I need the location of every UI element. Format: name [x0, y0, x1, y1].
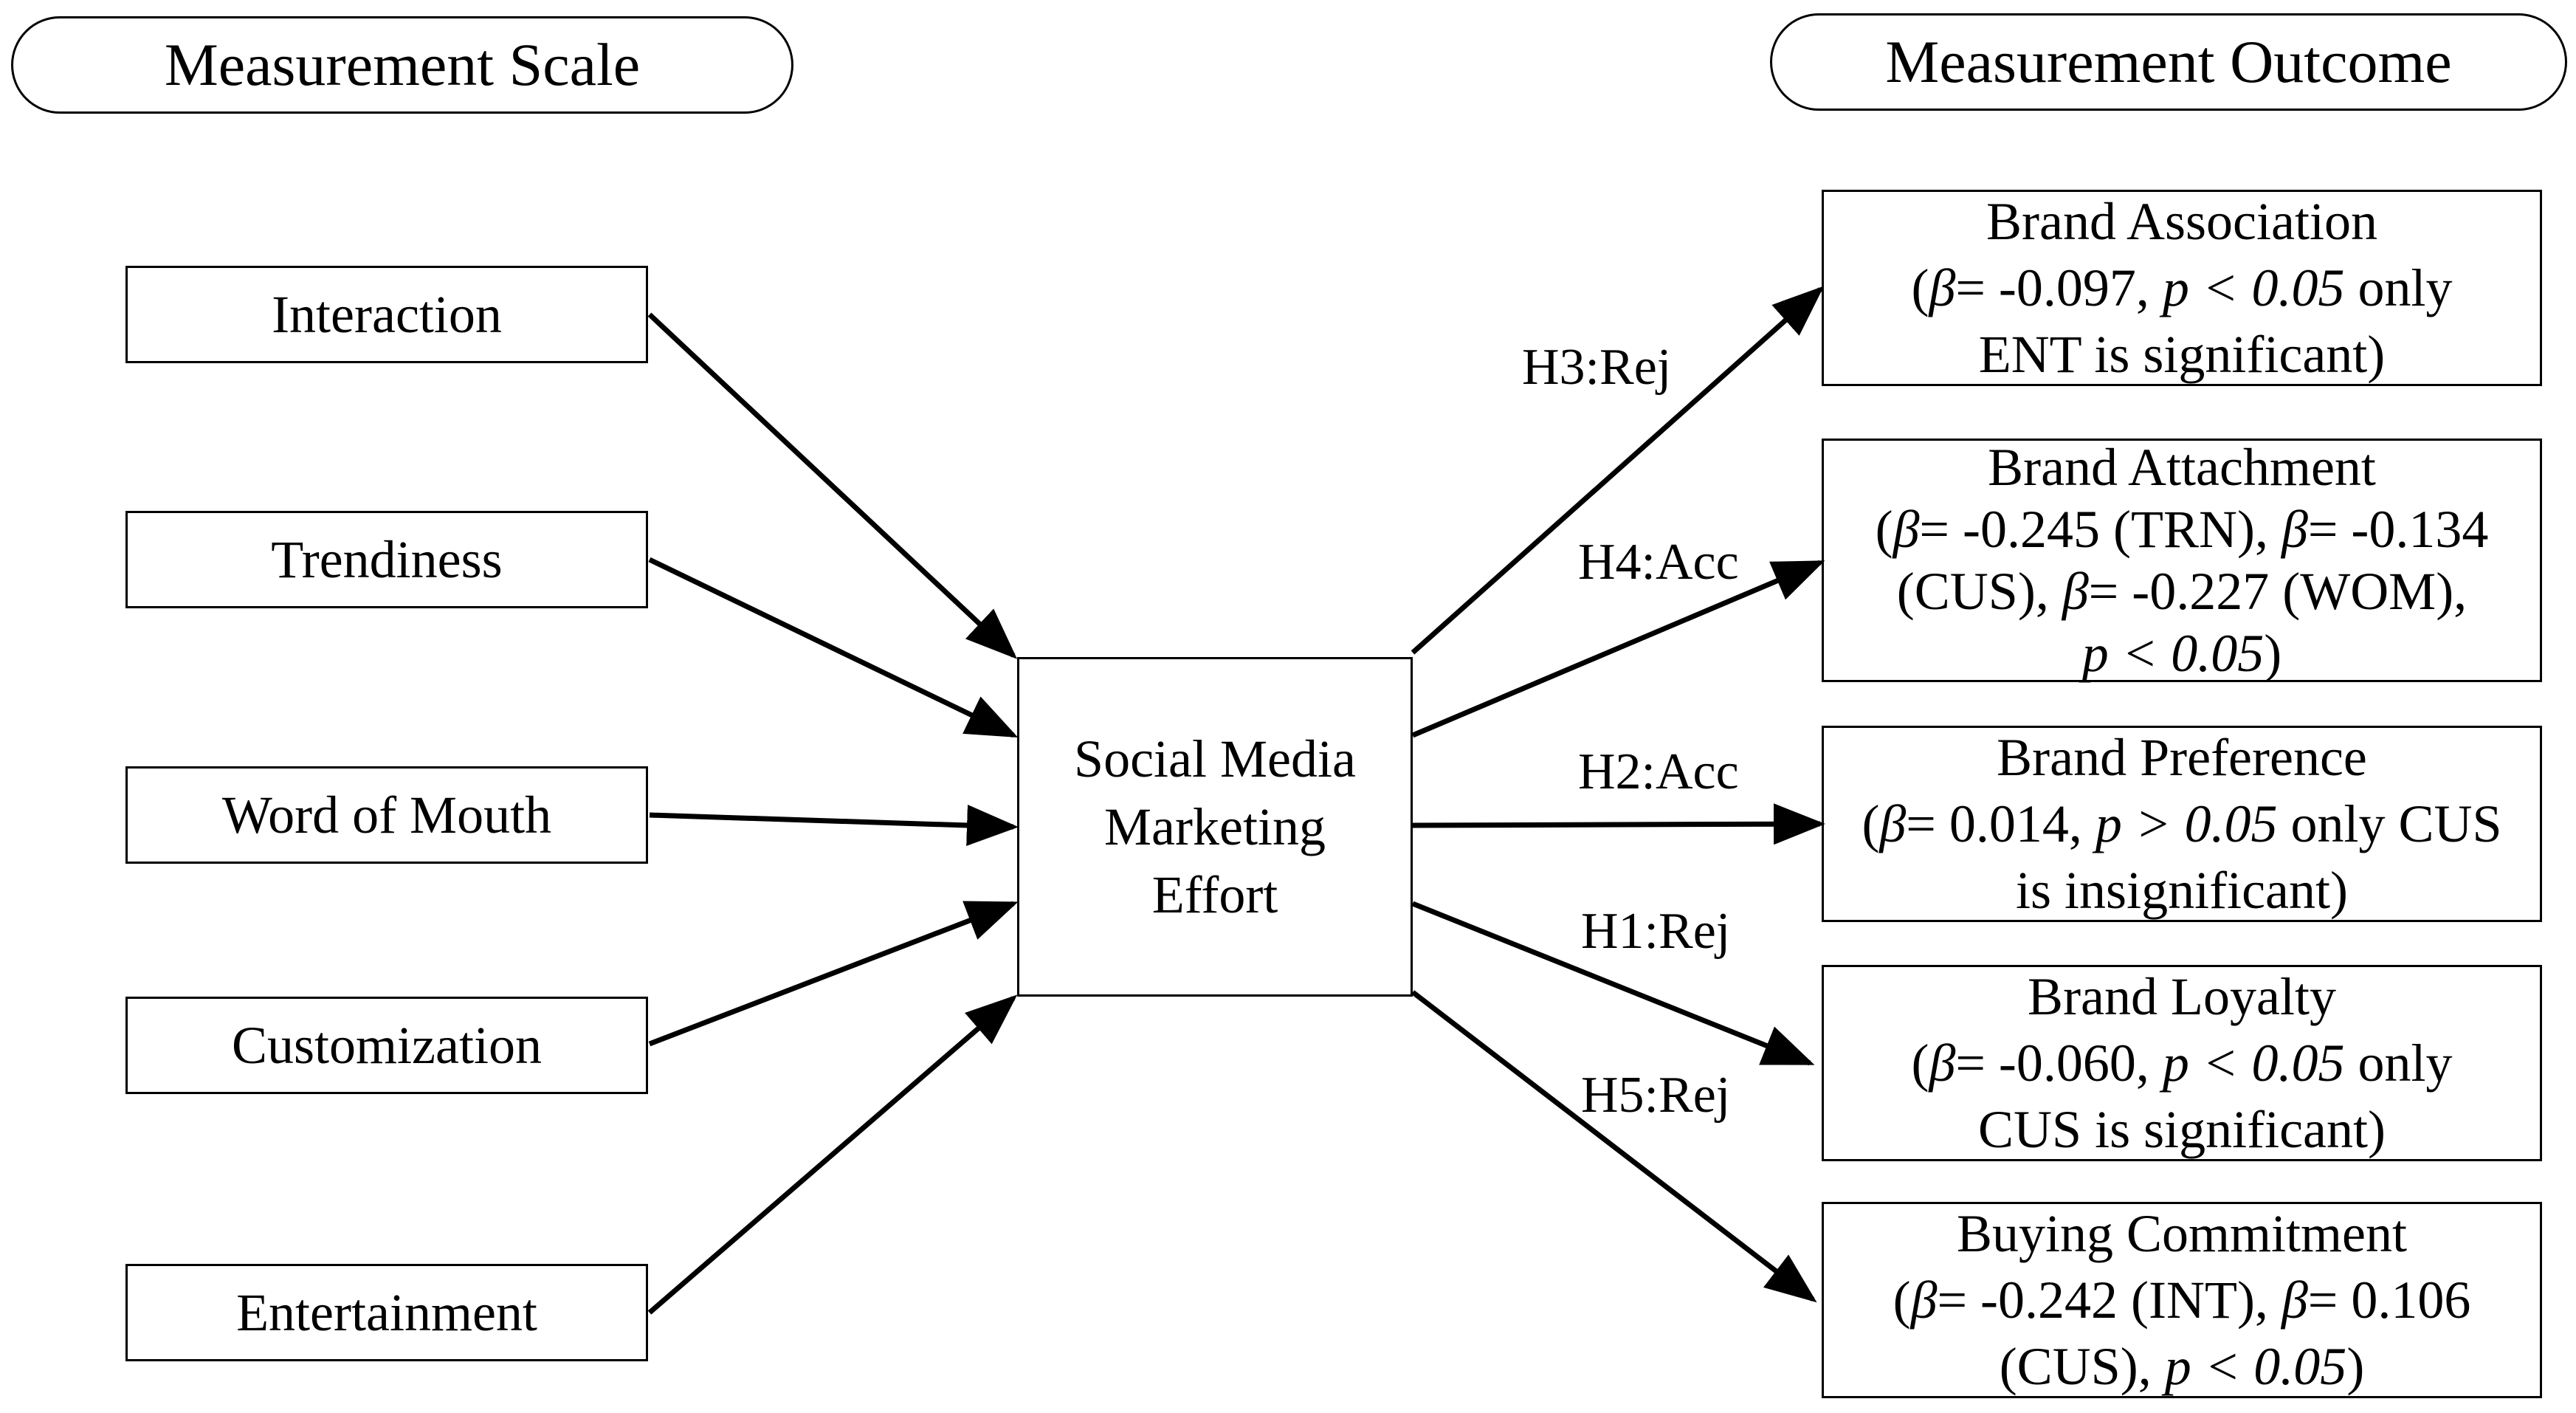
- outcome-brand-association-box: Brand Association (β= -0.097, p < 0.05 o…: [1822, 190, 2542, 386]
- arrow-center-to-brand-attachment: [1411, 560, 1825, 738]
- brand-association-stats-2: ENT is significant): [1978, 325, 2386, 384]
- arrow-center-to-brand-preference: [1412, 803, 1825, 845]
- brand-loyalty-title: Brand Loyalty: [2028, 967, 2336, 1026]
- brand-attachment-stats-3: p < 0.05): [2081, 624, 2282, 683]
- hypothesis-h5-label: H5:Rej: [1581, 1067, 1731, 1124]
- measurement-outcome-header: Measurement Outcome: [1770, 13, 2567, 111]
- scale-customization-label: Customization: [232, 1015, 542, 1075]
- scale-trendiness-label: Trendiness: [271, 529, 503, 589]
- buying-commitment-title: Buying Commitment: [1956, 1204, 2408, 1263]
- outcome-brand-loyalty-box: Brand Loyalty (β= -0.060, p < 0.05 only …: [1822, 965, 2542, 1161]
- hypothesis-h2-label: H2:Acc: [1578, 743, 1739, 800]
- center-line-2: Marketing: [1104, 797, 1326, 856]
- measurement-scale-header: Measurement Scale: [11, 16, 793, 114]
- brand-attachment-title: Brand Attachment: [1988, 438, 2376, 497]
- arrow-trendiness-to-center: [648, 557, 1019, 738]
- arrow-center-to-brand-loyalty: [1411, 901, 1815, 1066]
- arrow-word-of-mouth-to-center: [649, 804, 1019, 846]
- measurement-scale-title: Measurement Scale: [164, 31, 641, 98]
- outcome-buying-commitment-box: Buying Commitment (β= -0.242 (INT), β= 0…: [1822, 1202, 2542, 1398]
- arrow-center-to-brand-association: [1411, 286, 1825, 655]
- buying-commitment-stats-2: (CUS), p < 0.05): [1999, 1337, 2365, 1396]
- scale-word-of-mouth-box: Word of Mouth: [125, 766, 648, 864]
- brand-preference-title: Brand Preference: [1997, 728, 2367, 787]
- social-media-marketing-effort-box: Social Media Marketing Effort: [1017, 657, 1413, 997]
- brand-attachment-stats-2: (CUS), β= -0.227 (WOM),: [1896, 562, 2467, 621]
- scale-interaction-box: Interaction: [125, 266, 648, 363]
- brand-association-title: Brand Association: [1986, 192, 2377, 251]
- buying-commitment-stats-1: (β= -0.242 (INT), β= 0.106: [1893, 1271, 2471, 1330]
- scale-customization-box: Customization: [125, 997, 648, 1094]
- center-line-1: Social Media: [1074, 729, 1356, 788]
- outcome-brand-attachment-box: Brand Attachment (β= -0.245 (TRN), β= -0…: [1822, 438, 2542, 683]
- measurement-outcome-title: Measurement Outcome: [1885, 28, 2452, 95]
- hypothesis-h3-label: H3:Rej: [1522, 339, 1672, 396]
- arrow-center-to-buying-commitment: [1411, 990, 1817, 1303]
- scale-trendiness-box: Trendiness: [125, 511, 648, 608]
- brand-loyalty-stats-2: CUS is significant): [1978, 1100, 2386, 1159]
- arrow-entertainment-to-center: [647, 994, 1018, 1315]
- brand-attachment-stats-1: (β= -0.245 (TRN), β= -0.134: [1875, 500, 2489, 559]
- hypothesis-h4-label: H4:Acc: [1578, 534, 1739, 591]
- outcome-brand-preference-box: Brand Preference (β= 0.014, p > 0.05 onl…: [1822, 726, 2542, 922]
- scale-entertainment-label: Entertainment: [236, 1282, 537, 1342]
- center-line-3: Effort: [1151, 865, 1278, 924]
- scale-word-of-mouth-label: Word of Mouth: [221, 785, 552, 845]
- brand-preference-stats-2: is insignificant): [2016, 861, 2348, 920]
- brand-association-stats-1: (β= -0.097, p < 0.05 only: [1911, 258, 2453, 317]
- scale-interaction-label: Interaction: [272, 284, 502, 344]
- scale-entertainment-box: Entertainment: [125, 1264, 648, 1361]
- brand-preference-stats-1: (β= 0.014, p > 0.05 only CUS: [1862, 794, 2502, 853]
- arrow-interaction-to-center: [647, 312, 1018, 659]
- brand-loyalty-stats-1: (β= -0.060, p < 0.05 only: [1911, 1034, 2453, 1093]
- arrow-customization-to-center: [648, 901, 1019, 1047]
- hypothesis-h1-label: H1:Rej: [1581, 903, 1731, 960]
